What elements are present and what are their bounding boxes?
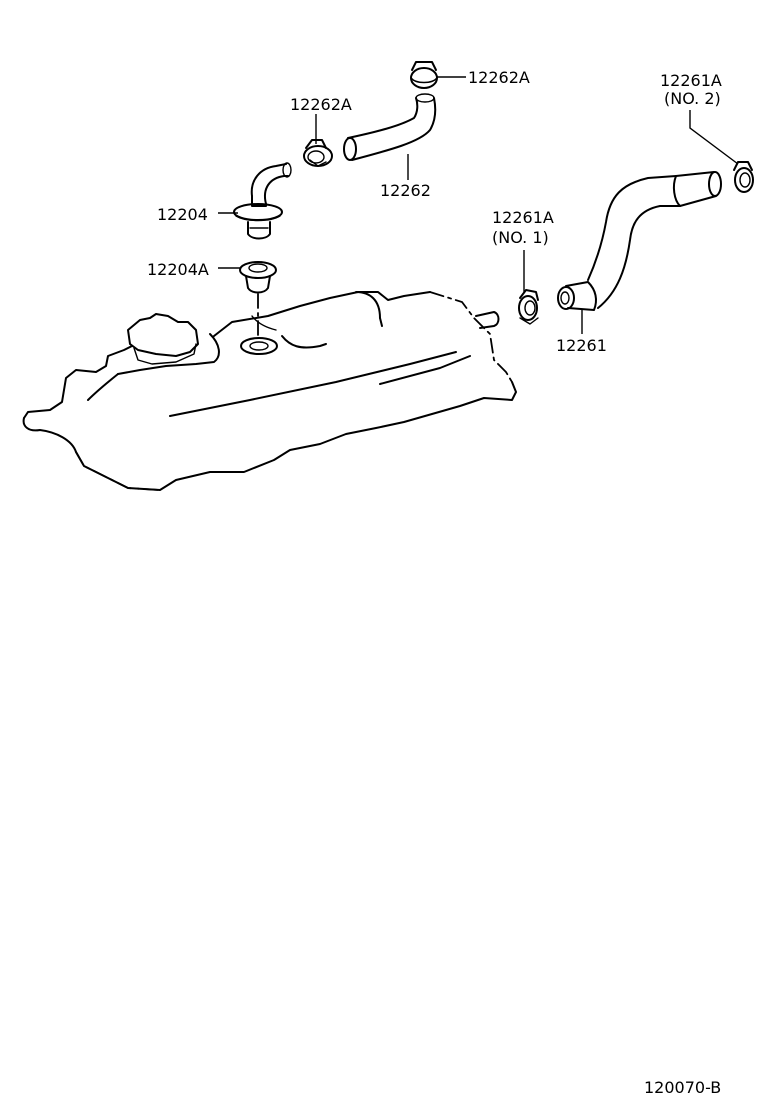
label-12261: 12261 <box>556 336 607 355</box>
figure-id: 120070-B <box>644 1078 721 1097</box>
label-12261A-no2-note: (NO. 2) <box>664 89 721 108</box>
clamp-12261A-no2 <box>733 161 754 193</box>
label-12262A-left: 12262A <box>290 95 352 114</box>
label-12204: 12204 <box>157 205 208 224</box>
label-12261A-no1-note: (NO. 1) <box>492 228 549 247</box>
grommet-seat <box>240 337 278 355</box>
clamp-12261A-no1 <box>518 289 539 325</box>
grommet-12204A <box>239 261 277 294</box>
label-12261A-no2: 12261A <box>660 71 722 90</box>
hose-12262 <box>343 93 437 161</box>
label-12204A: 12204A <box>147 260 209 279</box>
leader-lines <box>218 76 739 334</box>
clamp-12262A-top <box>410 61 438 89</box>
hose-12261 <box>557 171 722 311</box>
label-12262: 12262 <box>380 181 431 200</box>
clamp-12262A-left <box>303 139 333 167</box>
cylinder-head-cover <box>22 291 517 491</box>
label-12261A-no1: 12261A <box>492 208 554 227</box>
pcv-valve-12204 <box>233 162 292 240</box>
label-12262A-top: 12262A <box>468 68 530 87</box>
